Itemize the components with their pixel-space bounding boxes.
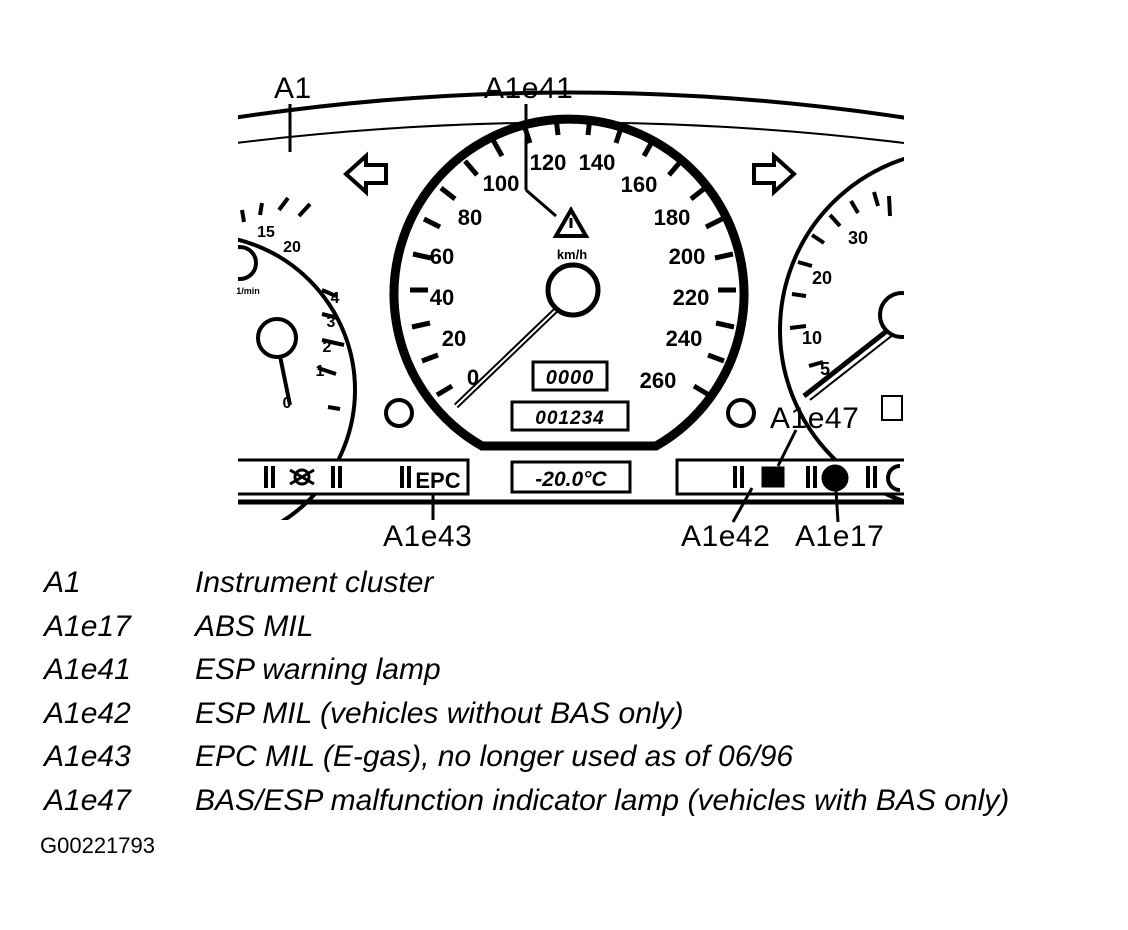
tacho-label-15: 15 <box>257 224 275 241</box>
left-indicator-strip <box>238 458 470 496</box>
tachometer-scale-labels: 0 1 2 3 4 15 20 <box>257 224 339 412</box>
tachometer-unit-label: 1/min <box>236 286 260 296</box>
right-gauge-hub <box>878 291 904 339</box>
fog-lamp-icon <box>289 468 315 486</box>
legend-code: A1e17 <box>44 609 131 643</box>
bezel-outer-arc <box>238 90 904 120</box>
a1e17-leader <box>834 489 840 523</box>
speedometer-hub <box>545 262 601 318</box>
temperature-value: -20.0°C <box>535 468 607 491</box>
right-gauge-label-5: 5 <box>820 359 830 379</box>
legend-code: A1e47 <box>44 783 131 817</box>
tacho-label-0: 0 <box>283 395 292 412</box>
odometer-value: 001234 <box>535 408 604 429</box>
speedometer-unit-label: km/h <box>557 247 587 262</box>
speedo-label-100: 100 <box>483 171 520 196</box>
right-gauge-label-20: 20 <box>812 268 832 288</box>
speedo-label-260: 260 <box>640 368 677 393</box>
tachometer-needle <box>278 355 292 406</box>
esp-mil-icon <box>761 466 785 488</box>
right-gauge-label-30: 30 <box>848 228 868 248</box>
right-gauge-dial <box>778 156 904 504</box>
odometer-window <box>510 400 630 432</box>
speedo-label-40: 40 <box>430 285 454 310</box>
callout-a1e43: A1e43 <box>383 520 473 553</box>
tachometer-hub <box>256 317 298 359</box>
speedometer-tick-marks <box>410 116 736 398</box>
speedo-label-0: 0 <box>467 365 479 390</box>
legend-description: EPC MIL (E-gas), no longer used as of 06… <box>195 740 794 773</box>
speedo-label-240: 240 <box>666 326 703 351</box>
tacho-label-3: 3 <box>327 314 336 331</box>
bezel-inner-arc <box>238 121 904 145</box>
speedo-label-220: 220 <box>673 285 710 310</box>
tacho-label-2: 2 <box>323 339 332 356</box>
tacho-label-20: 20 <box>283 239 301 256</box>
legend-code: A1e41 <box>44 653 131 686</box>
speedo-label-120: 120 <box>530 150 567 175</box>
trip-odometer-window <box>531 360 609 392</box>
speedo-label-20: 20 <box>442 326 466 351</box>
right-gauge-needle <box>802 328 890 398</box>
callout-a1e47: A1e47 <box>770 402 860 435</box>
legend-description: Instrument cluster <box>195 566 434 599</box>
right-gauge-label-block <box>881 395 903 421</box>
callout-a1: A1 <box>274 72 312 105</box>
speedo-label-80: 80 <box>458 205 482 230</box>
figure-id: G00221793 <box>40 833 155 858</box>
speedometer-dial <box>389 114 749 451</box>
speedo-label-180: 180 <box>654 205 691 230</box>
trip-odometer-value: 0000 <box>546 367 595 389</box>
right-gauge-label-10: 10 <box>802 328 822 348</box>
right-gauge-scale-labels: 5 10 20 30 <box>802 228 868 379</box>
legend-description: BAS/ESP malfunction indicator lamp (vehi… <box>195 783 1010 817</box>
tachometer-dial <box>238 237 357 520</box>
legend-code: A1e42 <box>44 696 131 730</box>
tachometer-tick-marks <box>240 196 345 411</box>
legend-description: ESP MIL (vehicles without BAS only) <box>195 696 684 730</box>
small-gauge-hub <box>238 245 258 281</box>
left-reset-knob <box>384 398 414 428</box>
speedo-label-140: 140 <box>579 150 616 175</box>
epc-mil-label: EPC <box>415 468 460 493</box>
right-gauge-tick-marks <box>789 191 892 368</box>
callout-a1e42: A1e42 <box>681 520 771 553</box>
callout-a1e17: A1e17 <box>795 520 885 553</box>
callout-a1e41: A1e41 <box>484 72 574 105</box>
legend-code: A1e43 <box>44 740 131 773</box>
temperature-display-window <box>510 460 632 494</box>
abs-mil-icon <box>821 464 849 492</box>
right-reset-knob <box>726 398 756 428</box>
tacho-label-1: 1 <box>316 363 325 380</box>
tacho-label-4: 4 <box>331 290 340 307</box>
headlight-icon <box>886 464 901 492</box>
legend-code: A1 <box>44 566 81 599</box>
legend-description: ESP warning lamp <box>195 653 441 686</box>
a1e47-leader <box>776 429 798 467</box>
left-turn-arrow <box>343 151 388 197</box>
speedo-label-160: 160 <box>621 172 658 197</box>
speedo-label-60: 60 <box>430 244 454 269</box>
a1e42-leader <box>731 487 754 523</box>
legend-description: ABS MIL <box>195 609 314 643</box>
right-turn-arrow <box>752 151 797 197</box>
speedo-label-200: 200 <box>669 244 706 269</box>
